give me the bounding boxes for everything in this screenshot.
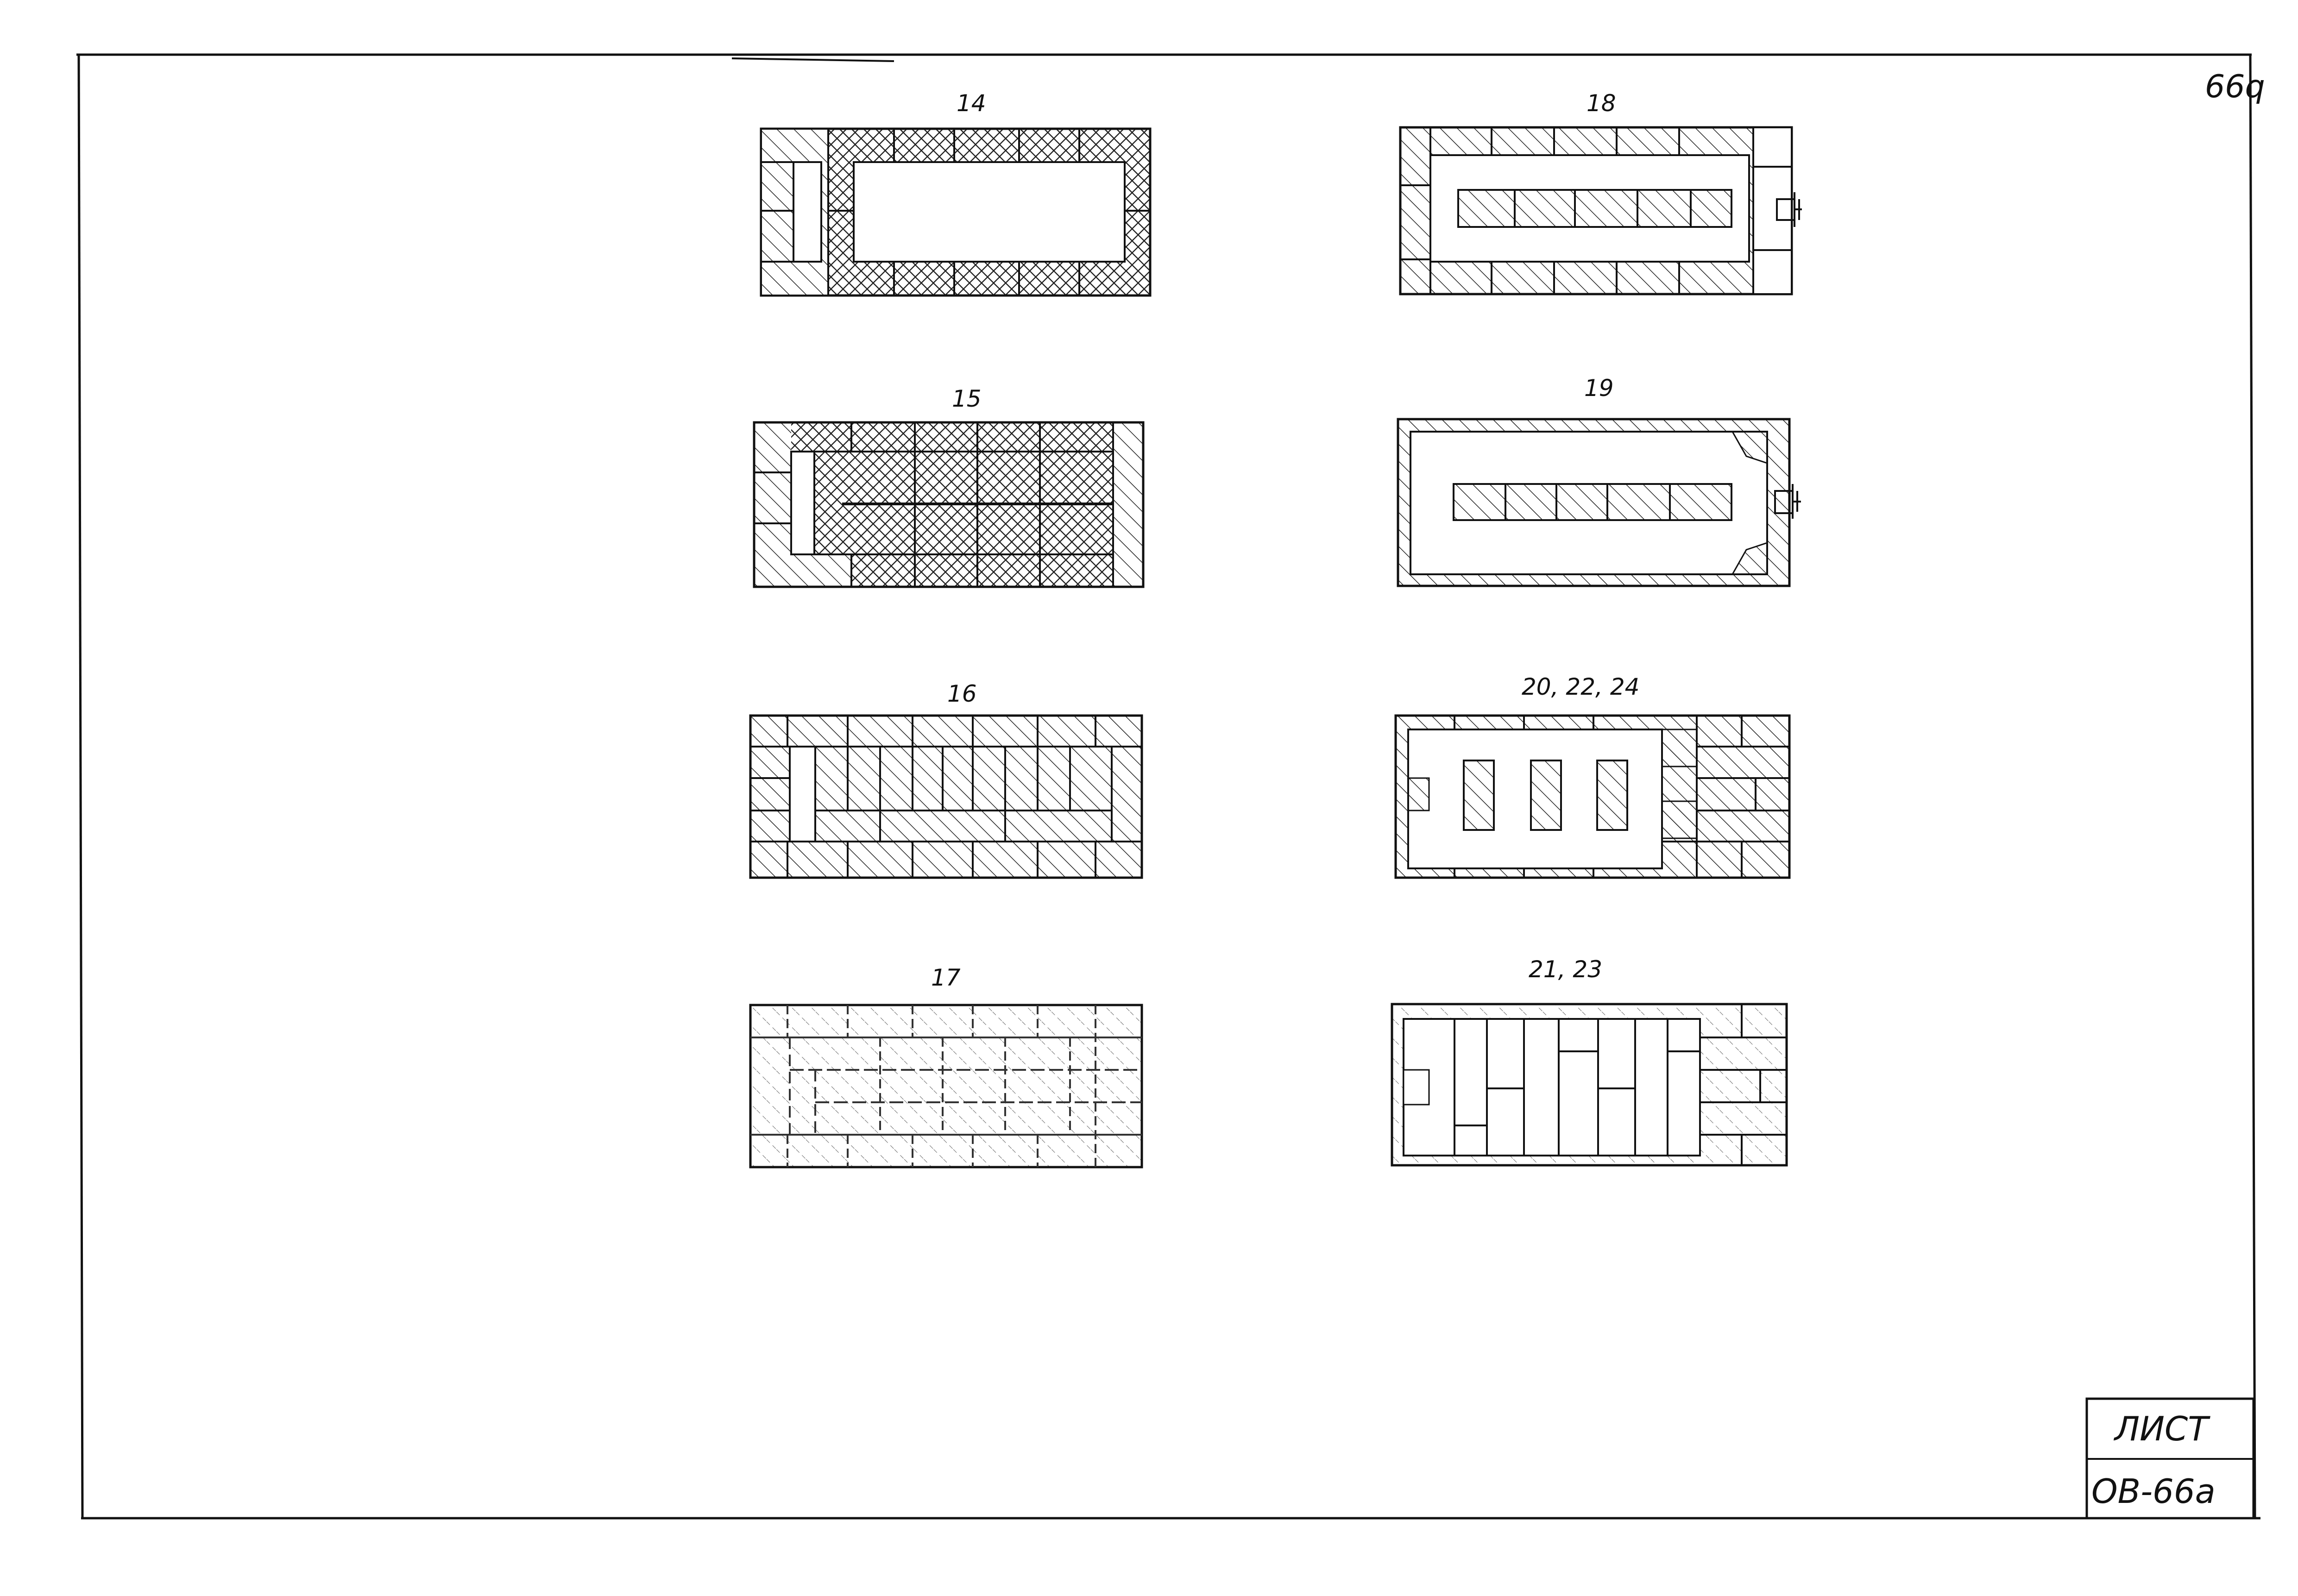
plan-17-label: 17 xyxy=(931,964,961,991)
plan-21-23-label: 21, 23 xyxy=(1529,956,1602,983)
plan-21-23: 21, 23 xyxy=(1391,956,1788,1167)
plan-16-label: 16 xyxy=(947,680,977,707)
plan-17: 17 xyxy=(749,964,1143,1169)
plan-14-label: 14 xyxy=(957,90,986,117)
plan-20-22-24-label: 20, 22, 24 xyxy=(1522,673,1639,700)
plan-19: 19 xyxy=(1397,375,1801,587)
plan-18: 18 xyxy=(1399,90,1802,295)
sheet-stamp: ЛИСТ ОВ-66а xyxy=(2085,1397,2255,1520)
plan-16: 16 xyxy=(749,680,1143,879)
damper-symbol xyxy=(1774,484,1801,519)
plan-15-label: 15 xyxy=(952,385,982,412)
stamp-code: ОВ-66а xyxy=(2091,1472,2216,1511)
sheet-frame xyxy=(76,53,2260,1520)
plan-14: 14 xyxy=(760,90,1152,297)
page-number: 66q xyxy=(2205,69,2265,105)
plan-18-label: 18 xyxy=(1587,90,1616,117)
plan-15: 15 xyxy=(753,385,1145,588)
stamp-title: ЛИСТ xyxy=(2113,1409,2210,1448)
plan-20-22-24: 20, 22, 24 xyxy=(1394,673,1791,879)
plan-19-label: 19 xyxy=(1584,375,1614,402)
damper-symbol xyxy=(1776,192,1802,227)
